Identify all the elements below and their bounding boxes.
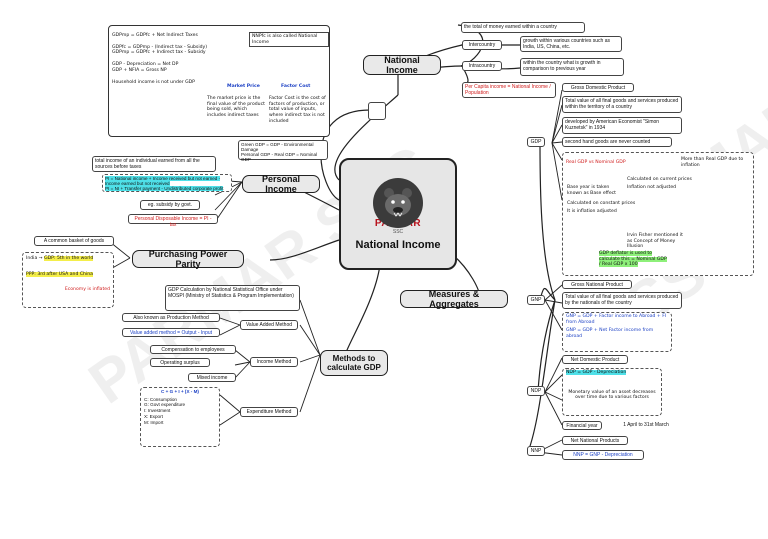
methods-node[interactable]: Methods to calculate GDP bbox=[320, 350, 388, 376]
ndp-description: Monetary value of an asset decreases ove… bbox=[568, 389, 656, 401]
note-line-4: GDP - Depreciation = Net DP bbox=[112, 62, 179, 68]
gdp-definition[interactable]: Total value of all final goods and servi… bbox=[562, 96, 682, 113]
logo-sub: SSC bbox=[392, 228, 404, 235]
national-income-node[interactable]: National Income bbox=[363, 55, 441, 75]
gnp-definition[interactable]: Total value of all final goods and servi… bbox=[562, 292, 682, 309]
gdp-deflator: GDP deflator is used to calculate this =… bbox=[599, 251, 667, 268]
pi-formulas[interactable]: PI = National income + Income received b… bbox=[102, 174, 232, 192]
financial-year[interactable]: Financial year bbox=[562, 421, 602, 430]
value-added-formula[interactable]: Value added method = Output - Input bbox=[122, 328, 220, 337]
ndp-formula: NDP = GDP - Depreciation bbox=[566, 370, 627, 375]
per-capita-income[interactable]: Per Capita income = National Income / Po… bbox=[462, 82, 556, 98]
ppp-rank: PPP: 3rd after USA and China bbox=[26, 271, 93, 277]
nnp-formula[interactable]: NNP = GNP - Depreciation bbox=[562, 450, 644, 460]
bear-logo-icon bbox=[373, 177, 423, 228]
nnp-full[interactable]: Net National Products bbox=[562, 436, 628, 445]
intercountry-node[interactable]: Intercountry bbox=[462, 40, 502, 50]
central-topic[interactable]: PARMAR SSC National Income bbox=[339, 158, 457, 270]
not-adjusted: Inflation not adjusted bbox=[627, 185, 677, 190]
intracountry-node[interactable]: Intracountry bbox=[462, 61, 502, 71]
real-gdp: Personal GDP - Real GDP = Nominal GDP bbox=[241, 152, 318, 162]
component-x: X: Export bbox=[144, 413, 163, 419]
note-line-3: GDPmp = GDPfc + Indirect tax - Subsidy bbox=[112, 50, 206, 56]
note-line-6: Household income is not under GDP bbox=[112, 79, 195, 85]
personal-disposable-income[interactable]: Personal Disposable Income = PI - tax bbox=[128, 214, 218, 228]
ppp-definition[interactable]: A common basket of goods bbox=[34, 236, 114, 246]
ppp-india: India → GDP: 5th in the world bbox=[26, 256, 94, 261]
compensation-employees[interactable]: Compensation to employees bbox=[150, 345, 236, 354]
pi-formula-2: PI = NI + Transfer payment - Undistribut… bbox=[105, 186, 224, 191]
current-prices: Calculated on current prices bbox=[627, 177, 692, 182]
gnp-formulas[interactable]: GNP = GDP + Factor income to Abroad + FI… bbox=[562, 312, 672, 352]
ndp-notes[interactable]: NDP = GDP - Depreciation Monetary value … bbox=[562, 368, 662, 416]
measures-node[interactable]: Measures & Aggregates bbox=[400, 289, 508, 309]
gdp-developed-by[interactable]: developed by American Economist "Simon K… bbox=[562, 117, 682, 134]
notes-toggle[interactable] bbox=[368, 102, 386, 120]
market-price-desc: The market price is the final value of t… bbox=[207, 96, 265, 119]
per-capita-text: Per Capita income = National Income / Po… bbox=[465, 84, 551, 96]
factor-cost-label: Factor Cost bbox=[281, 84, 311, 89]
expenditure-formula: C + G + I + (X - M) bbox=[161, 389, 199, 394]
factor-cost-desc: Factor Cost is the cost of factors of pr… bbox=[269, 96, 326, 124]
green-gdp: Green GDP = GDP - Environmental Damage bbox=[241, 142, 314, 152]
economy-inflated: Economy is inflated bbox=[64, 287, 110, 293]
pi-formula-1: PI = National income + Income received b… bbox=[105, 176, 221, 186]
mixed-income[interactable]: Mixed income bbox=[188, 373, 236, 382]
gnp-node[interactable]: GNP bbox=[527, 295, 545, 305]
intercountry-desc[interactable]: growth within various countries such as … bbox=[520, 36, 622, 52]
subsidy-example[interactable]: eg. subsidy by govt. bbox=[140, 200, 200, 210]
ndp-full[interactable]: Net Domestic Product bbox=[562, 355, 628, 364]
note-line-1: GDPmp = GDPfc + Net Indirect Taxes bbox=[112, 33, 198, 38]
gnp-formula-1: GNP = GDP + Factor income to Abroad + FI… bbox=[566, 314, 667, 325]
nnp-note: NNPfc is also called National Income bbox=[249, 32, 329, 48]
ppp-india-notes[interactable]: India → GDP: 5th in the world PPP: 3rd a… bbox=[22, 252, 114, 308]
value-added-method[interactable]: Value Added Method bbox=[240, 320, 298, 330]
operating-surplus[interactable]: Operating surplus bbox=[150, 358, 210, 367]
personal-income-node[interactable]: Personal Income bbox=[242, 174, 320, 194]
component-c: C: Consumption bbox=[144, 396, 177, 402]
market-price-label: Market Price bbox=[227, 84, 260, 89]
note-line-2: GDPfc = GDPmp - (Indirect tax - Subsidy) bbox=[112, 44, 208, 50]
mospi-note[interactable]: GDP Calculation by National Statistical … bbox=[165, 285, 300, 311]
gdp-full[interactable]: Gross Domestic Product bbox=[562, 83, 634, 92]
formula-notes[interactable]: GDPmp = GDPfc + Net Indirect Taxes GDPfc… bbox=[108, 25, 330, 137]
expenditure-method[interactable]: Expenditure Method bbox=[240, 407, 298, 417]
intracountry-desc[interactable]: within the country what is growth in com… bbox=[520, 58, 624, 76]
ndp-node[interactable]: NDP bbox=[527, 386, 545, 396]
component-g: G: Govt expenditure bbox=[144, 402, 186, 408]
central-title: National Income bbox=[355, 238, 441, 251]
note-line-5: GDP + NFIA = Gross NP bbox=[112, 67, 167, 73]
irvin-fisher: Irvin Fisher mentioned it as Concept of … bbox=[627, 233, 683, 250]
gnp-formula-2: GNP = GDP + Net Factor income from abroa… bbox=[566, 328, 654, 340]
component-m: M: Import bbox=[144, 419, 164, 425]
expenditure-components[interactable]: C + G + I + (X - M) C: Consumption G: Go… bbox=[140, 387, 220, 447]
inflation-adjusted: It is inflation adjusted bbox=[567, 209, 617, 214]
more-than-real: More than Real GDP due to inflation bbox=[681, 157, 744, 168]
nnp-node[interactable]: NNP bbox=[527, 446, 545, 456]
financial-year-range: 1 April to 31st March bbox=[610, 421, 682, 430]
production-method-alias[interactable]: Also known as Production Method bbox=[122, 313, 220, 322]
personal-income-def[interactable]: total income of an individual earned fro… bbox=[92, 156, 216, 172]
gdp-node[interactable]: GDP bbox=[527, 137, 545, 147]
constant-prices: Calculated on constant prices bbox=[567, 201, 636, 206]
gdp-variants-box[interactable]: Green GDP = GDP - Environmental Damage P… bbox=[238, 140, 328, 162]
income-method[interactable]: Income Method bbox=[250, 357, 298, 367]
base-year: Base year is taken known as Base effect bbox=[567, 185, 616, 196]
ni-definition[interactable]: the total of money earned within a count… bbox=[461, 22, 585, 33]
ppp-node[interactable]: Purchasing Power Parity bbox=[132, 249, 244, 269]
component-i: I: Investment bbox=[144, 408, 171, 414]
second-hand-goods[interactable]: second hand goods are never counted bbox=[562, 137, 672, 147]
real-vs-nominal: Real GDP vs Nominal GDP bbox=[566, 160, 626, 165]
gnp-full[interactable]: Gross National Product bbox=[562, 280, 632, 289]
real-vs-nominal-box[interactable]: Real GDP vs Nominal GDP More than Real G… bbox=[562, 152, 754, 276]
